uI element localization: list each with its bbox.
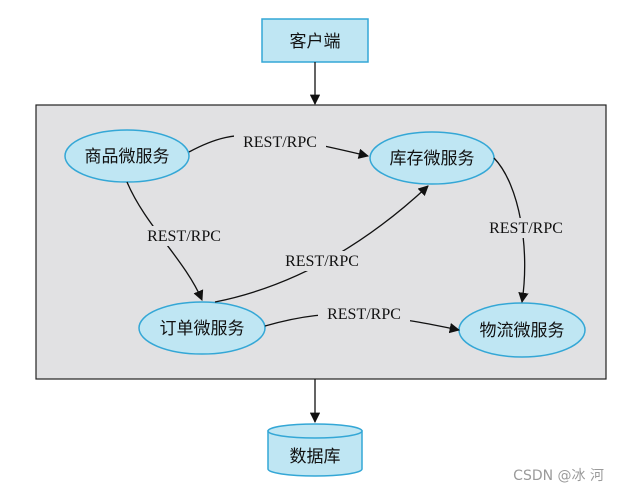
product-service-node[interactable]: 商品微服务 (64, 129, 190, 183)
edge-label-order-logistics: REST/RPC (327, 306, 401, 323)
product-service-label: 商品微服务 (85, 147, 170, 167)
client-node[interactable]: 客户端 (261, 18, 369, 63)
database-node[interactable]: 数据库 (267, 423, 363, 477)
inventory-service-label: 库存微服务 (390, 149, 475, 169)
edge-label-order-inventory: REST/RPC (285, 253, 359, 270)
edge-label-product-inventory: REST/RPC (243, 134, 317, 151)
inventory-service-node[interactable]: 库存微服务 (369, 131, 495, 185)
order-service-label: 订单微服务 (160, 319, 245, 339)
order-service-node[interactable]: 订单微服务 (138, 301, 266, 355)
logistics-service-label: 物流微服务 (480, 321, 565, 341)
client-label: 客户端 (290, 32, 341, 52)
edge-label-product-order: REST/RPC (147, 228, 221, 245)
edge-label-inventory-logistics: REST/RPC (489, 220, 563, 237)
logistics-service-node[interactable]: 物流微服务 (458, 302, 586, 358)
watermark-text: CSDN @冰 河 (513, 468, 604, 484)
database-label: 数据库 (290, 447, 341, 467)
